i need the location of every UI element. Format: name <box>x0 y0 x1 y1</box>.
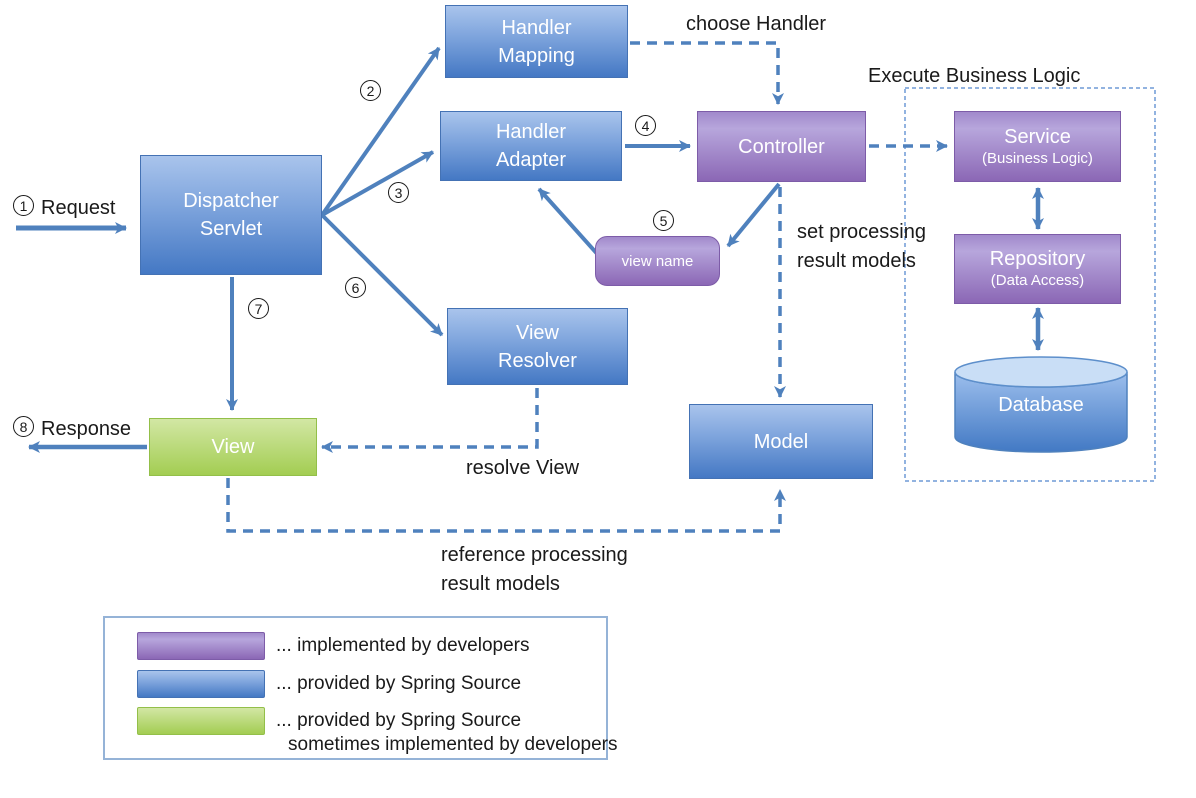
set-processing-result-models-label: set processing result models <box>797 221 926 272</box>
legend-swatch-purple <box>137 632 265 660</box>
choose-handler-label: choose Handler <box>686 13 827 35</box>
legend-item-implemented-by-developers: ... implemented by developers <box>276 635 530 656</box>
model-node: Model <box>689 404 873 479</box>
legend-swatch-green <box>137 707 265 735</box>
dispatcher-to-handler-adapter-arrow <box>321 150 434 217</box>
dispatcher-to-view-resolver-arrow <box>320 213 444 337</box>
handler-adapter-label: Handler Adapter <box>495 121 567 171</box>
dispatcher-servlet-label: Dispatcher Servlet <box>183 190 279 240</box>
controller-to-view-name-arrow <box>726 182 781 248</box>
controller-node: Controller <box>697 111 866 182</box>
repository-label: Repository <box>989 248 1086 271</box>
legend-item-sometimes-implemented: sometimes implemented by developers <box>288 734 618 755</box>
reference-processing-result-models-label: reference processing result models <box>441 544 628 595</box>
service-label: Service <box>1004 125 1071 148</box>
view-resolver-node: View Resolver <box>447 308 628 385</box>
step-2-badge: 2 <box>360 80 381 101</box>
step-7-badge: 7 <box>248 298 269 319</box>
response-label: Response <box>41 418 132 440</box>
step-5-badge: 5 <box>653 210 674 231</box>
handler-mapping-label: Handler Mapping <box>498 16 575 67</box>
legend-item-provided-by-spring-source-2: ... provided by Spring Source <box>276 710 522 731</box>
step-1-badge: 1 <box>13 195 34 216</box>
database-label: Database <box>998 394 1084 416</box>
view-name-label: view name <box>621 252 694 270</box>
repository-label-group: Repository (Data Access) <box>990 247 1086 291</box>
legend-swatch-blue <box>137 670 265 698</box>
view-label: View <box>211 436 255 458</box>
step-8-badge: 8 <box>13 416 34 437</box>
handler-mapping-node: Handler Mapping <box>445 5 628 78</box>
service-label-group: Service (Business Logic) <box>982 125 1093 169</box>
view-to-model-dashed-connector <box>226 478 786 533</box>
model-label: Model <box>753 430 809 453</box>
dispatcher-to-handler-mapping-arrow <box>320 46 441 217</box>
legend: ... implemented by developers ... provid… <box>103 616 618 760</box>
view-node: View <box>149 418 317 476</box>
service-sub-label: (Business Logic) <box>982 149 1093 167</box>
choose-handler-dashed-connector <box>630 41 784 105</box>
repository-sub-label: (Data Access) <box>990 272 1085 290</box>
handler-adapter-node: Handler Adapter <box>440 111 622 181</box>
database-cylinder <box>954 356 1128 453</box>
step-3-badge: 3 <box>388 182 409 203</box>
view-name-node: view name <box>595 236 720 286</box>
controller-label: Controller <box>738 135 825 158</box>
execute-business-logic-label: Execute Business Logic <box>868 65 1081 87</box>
step-4-badge: 4 <box>635 115 656 136</box>
resolve-view-label: resolve View <box>466 457 580 479</box>
repository-node: Repository (Data Access) <box>954 234 1121 304</box>
step-6-badge: 6 <box>345 277 366 298</box>
service-node: Service (Business Logic) <box>954 111 1121 182</box>
view-resolver-to-view-dashed-connector <box>321 388 539 453</box>
view-name-to-handler-adapter-arrow <box>537 187 602 259</box>
legend-item-provided-by-spring-source: ... provided by Spring Source <box>276 673 522 694</box>
request-label: Request <box>41 197 116 219</box>
view-resolver-label: View Resolver <box>498 321 577 372</box>
dispatcher-servlet-node: Dispatcher Servlet <box>140 155 322 275</box>
